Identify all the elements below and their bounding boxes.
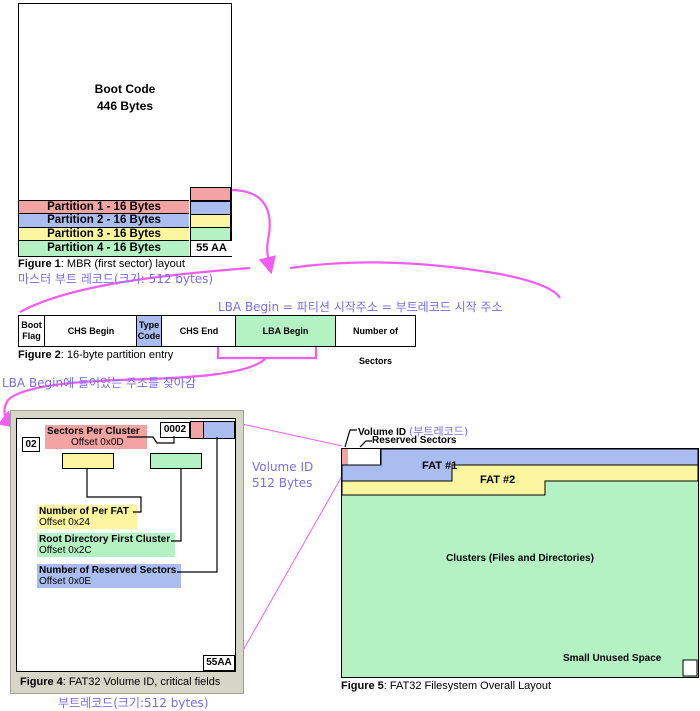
fs-reserved-label: Reserved Sectors — [372, 435, 457, 446]
lba-note-ko: LBA Begin = 파티션 시작주소 = 부트레코드 시작 주소 — [218, 300, 503, 314]
figure4-caption-ko: 부트레코드(크기:512 bytes) — [58, 696, 209, 710]
mbr-to-entry-arrow — [229, 188, 276, 275]
vid-signature: 55AA — [203, 655, 235, 671]
field-reserved-sectors: Number of Reserved Sectors Offset 0x0E — [37, 564, 181, 588]
figure1-caption: Figure 1: MBR (first sector) layout — [18, 258, 185, 270]
volume-id-diagram: 02 0002 Sectors Per Cluster Offset 0x0D … — [16, 418, 236, 672]
field-chs-end: CHS End — [163, 316, 236, 346]
figure2-caption: Figure 2: 16-byte partition entry — [18, 349, 174, 361]
unused-space-label: Small Unused Space — [563, 653, 662, 664]
field-num-sectors: Number of Sectors — [353, 326, 398, 366]
partition-row-3: Partition 3 - 16 Bytes — [19, 227, 189, 241]
figure4-caption: Figure 4: FAT32 Volume ID, critical fiel… — [20, 676, 221, 688]
fat2-label: FAT #2 — [480, 474, 516, 486]
figure1-caption-ko: 마스터 부트 레코드(크기: 512 bytes) — [18, 272, 214, 286]
lba-to-volume-arrow — [5, 346, 318, 424]
field-number-per-fat: Number of Per FAT Offset 0x24 — [37, 505, 137, 529]
mbr-slot-red — [190, 187, 231, 201]
boot-code-size: 446 Bytes — [96, 99, 154, 113]
partition-row-2: Partition 2 - 16 Bytes — [19, 213, 189, 227]
partition-row-4: Partition 4 - 16 Bytes — [19, 240, 189, 256]
vid-yellow-cell — [62, 453, 114, 469]
fat1-label: FAT #1 — [422, 460, 458, 472]
volume-map-line-bottom — [232, 461, 351, 669]
boot-code-title: Boot Code — [94, 82, 156, 96]
byte-0002: 0002 — [160, 422, 190, 438]
volume-size-label-2: 512 Bytes — [252, 476, 313, 490]
fs-volume-id-label: Volume ID (부트레코드) — [358, 425, 469, 438]
mbr-signature: 55 AA — [190, 240, 232, 256]
fs-layout-diagram: FAT #1 FAT #2 Clusters (Files and Direct… — [341, 448, 699, 678]
field-chs-begin: CHS Begin — [46, 316, 137, 346]
partition-row-1: Partition 1 - 16 Bytes — [19, 200, 189, 214]
vid-leader-lines — [86, 436, 218, 573]
field-lba-begin: LBA Begin — [236, 316, 336, 346]
volume-size-label-1: Volume ID — [252, 460, 314, 474]
figure5-caption: Figure 5: FAT32 Filesystem Overall Layou… — [341, 680, 552, 692]
vid-green-cell — [150, 453, 202, 469]
fs-fat-regions — [342, 449, 698, 677]
volume-map-line-top — [232, 421, 343, 447]
mbr-diagram: Boot Code 446 Bytes Partition 1 - 16 Byt… — [18, 3, 232, 257]
clusters-label: Clusters (Files and Directories) — [446, 553, 594, 564]
vid-blue-cell — [203, 421, 235, 439]
lba-arrow-note-ko: LBA Begin에 들어있는 주소를 찾아감 — [2, 376, 196, 390]
field-root-dir-cluster: Root Directory First Cluster Offset 0x2C — [37, 533, 175, 557]
entry-expand-line — [19, 261, 561, 313]
byte-02: 02 — [22, 437, 40, 452]
